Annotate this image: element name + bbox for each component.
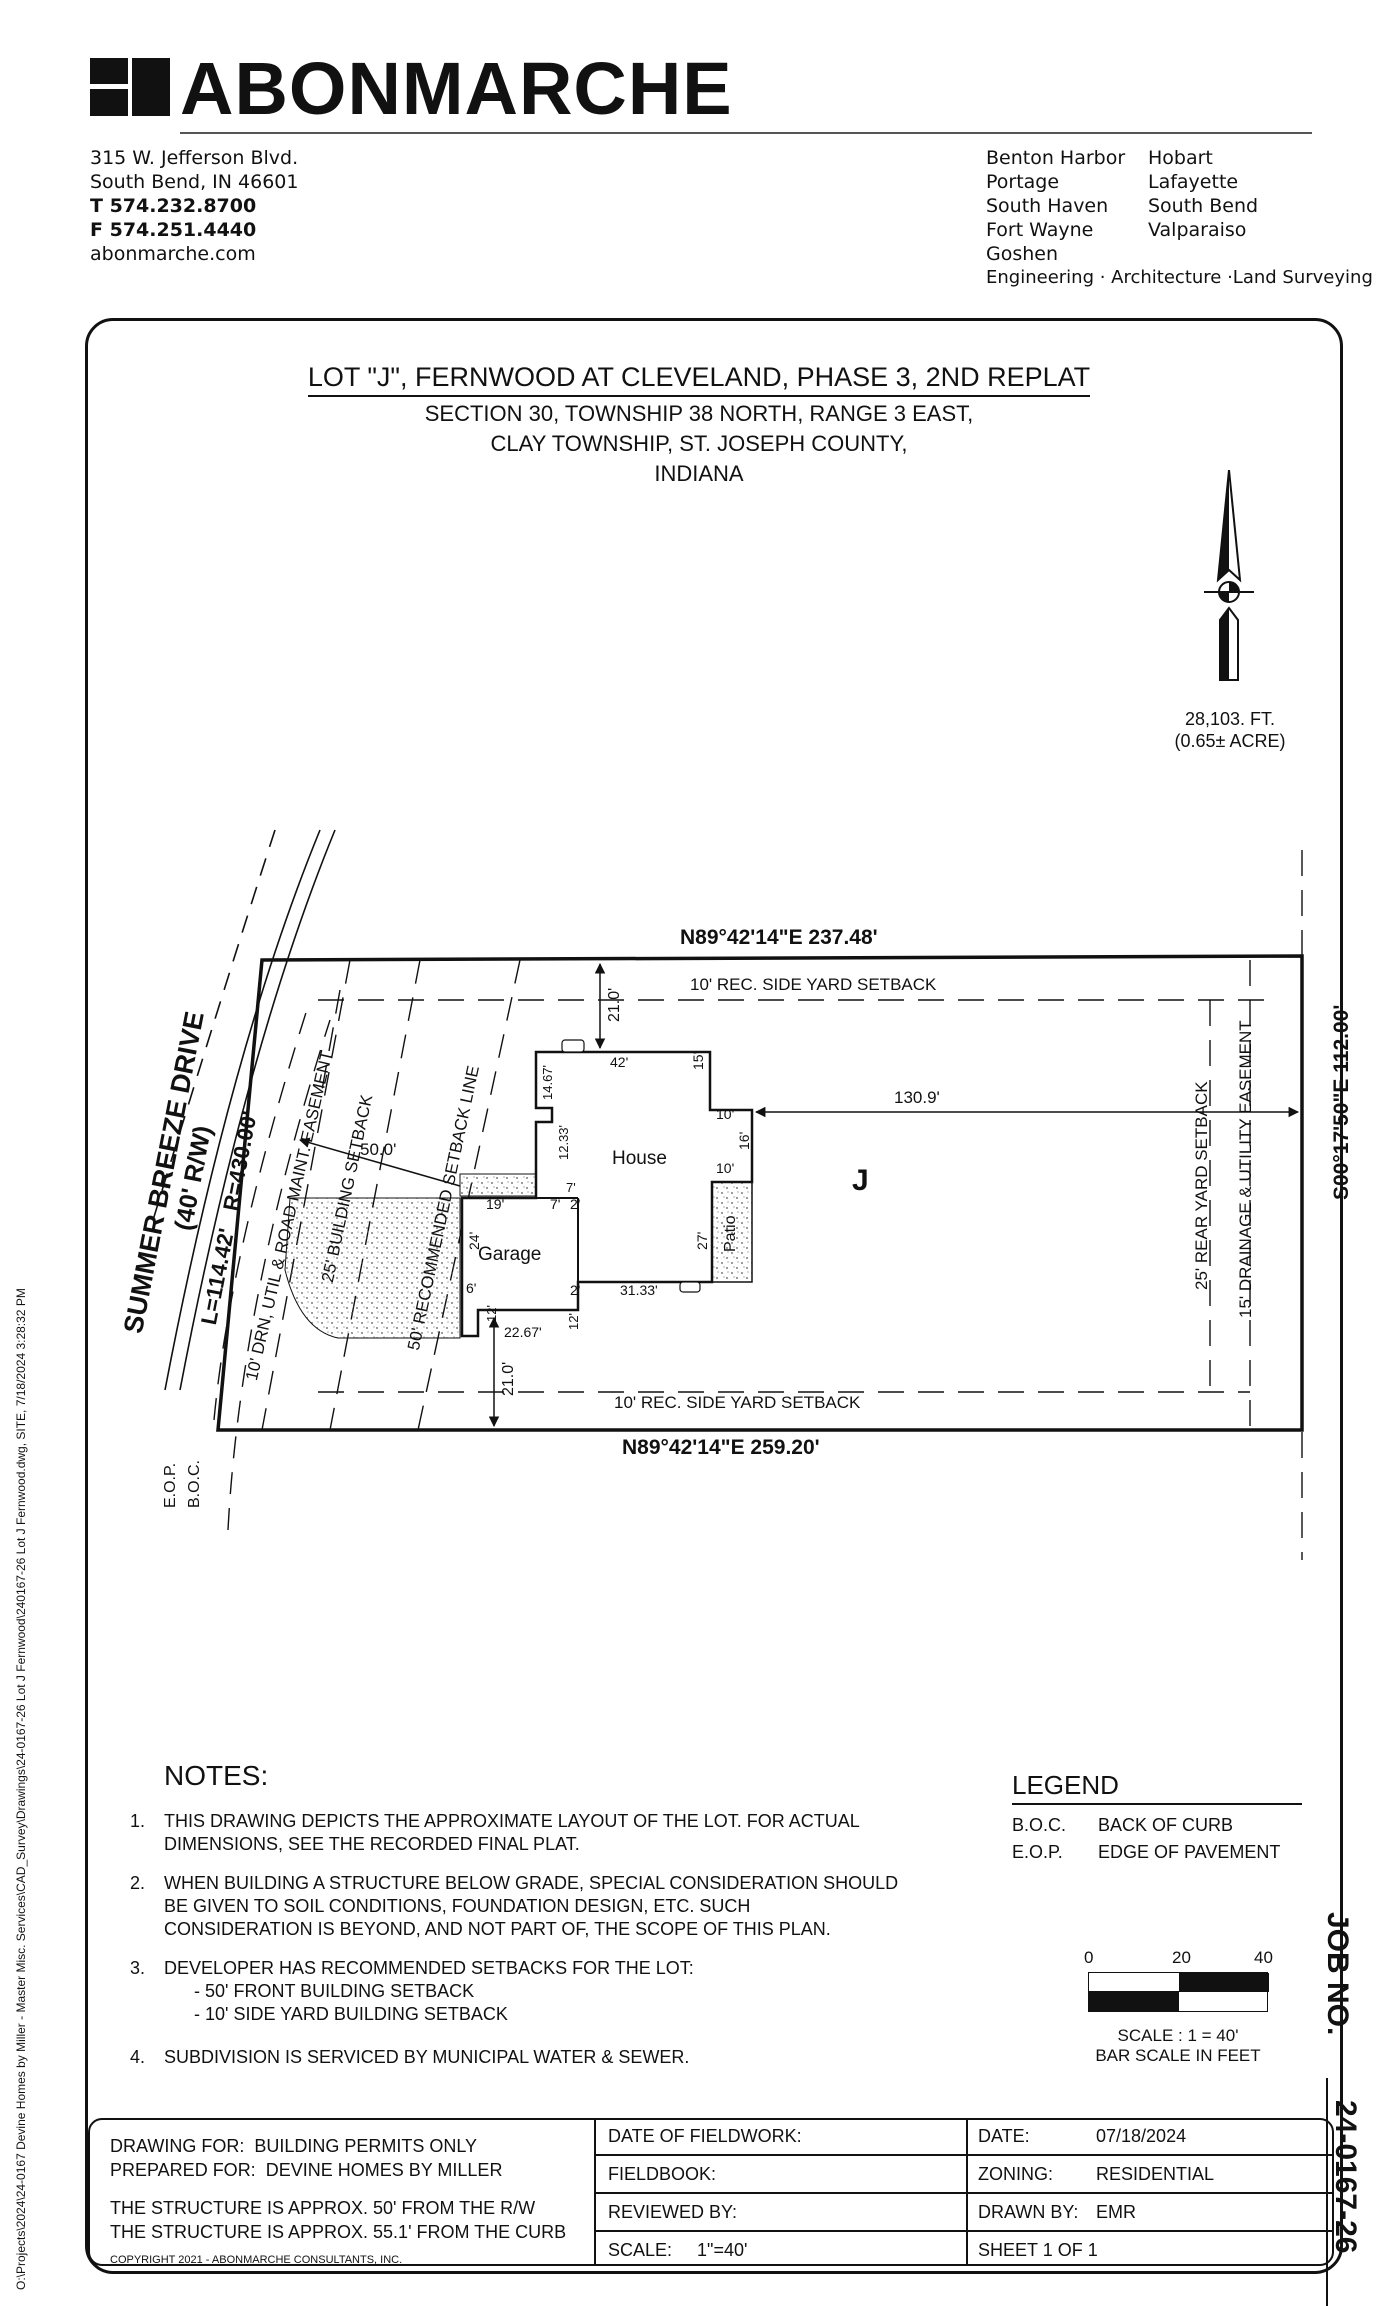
title-line-1: LOT "J", FERNWOOD AT CLEVELAND, PHASE 3,… bbox=[307, 362, 1091, 397]
tb-date: DATE:07/18/2024 bbox=[966, 2118, 1334, 2156]
lot-title: LOT "J", FERNWOOD AT CLEVELAND, PHASE 3,… bbox=[0, 362, 1398, 487]
tb-scale: SCALE: 1"=40' bbox=[608, 2240, 748, 2260]
title-line-3: CLAY TOWNSHIP, ST. JOSEPH COUNTY, bbox=[490, 431, 908, 456]
title-line-4: INDIANA bbox=[654, 461, 744, 486]
scale-bar: 0 20 40 SCALE : 1 = 40' BAR SCALE IN FEE… bbox=[1084, 1948, 1273, 2065]
dim-14-67: 14.67' bbox=[540, 1064, 555, 1100]
dim-22-67: 22.67' bbox=[504, 1324, 542, 1340]
company-name: ABONMARCHE bbox=[180, 47, 733, 130]
house-label: House bbox=[612, 1148, 667, 1169]
side-setback-bottom: 10' REC. SIDE YARD SETBACK bbox=[614, 1393, 861, 1412]
office-list-2: Hobart Lafayette South Bend Valparaiso bbox=[1148, 147, 1259, 241]
tb-drawn-by: DRAWN BY:EMR bbox=[966, 2194, 1334, 2232]
side-setbacks bbox=[318, 850, 1303, 1560]
company-logo-mark bbox=[90, 58, 170, 116]
dim-31-33: 31.33' bbox=[620, 1282, 658, 1298]
dist-top: 21.0' bbox=[606, 987, 623, 1022]
dim-7a: 7' bbox=[566, 1180, 576, 1195]
boc-label: B.O.C. bbox=[186, 1459, 203, 1508]
drawing-frame bbox=[85, 318, 1343, 2274]
tb-middle: DATE OF FIELDWORK: FIELDBOOK: REVIEWED B… bbox=[594, 2118, 968, 2266]
patio bbox=[711, 1181, 753, 1283]
services-line: Engineering · Architecture ·Land Surveyi… bbox=[986, 267, 1373, 288]
company-address: 315 W. Jefferson Blvd. South Bend, IN 46… bbox=[90, 147, 299, 265]
dim-2b: 2' bbox=[570, 1282, 581, 1298]
area-label: 28,103. FT. (0.65± ACRE) bbox=[1174, 709, 1286, 751]
dim-10b: 10' bbox=[716, 1160, 735, 1176]
dist-bottom: 21.0' bbox=[500, 1361, 517, 1396]
tb-fieldbook: FIELDBOOK: bbox=[596, 2156, 966, 2194]
south-bearing: N89°42'14"E 259.20' bbox=[622, 1436, 820, 1459]
tb-fieldwork: DATE OF FIELDWORK: bbox=[596, 2118, 966, 2156]
dist-front: 50.0' bbox=[360, 1140, 397, 1159]
dim-19: 19' bbox=[486, 1196, 505, 1212]
north-bearing: N89°42'14"E 237.48' bbox=[680, 926, 878, 949]
road-dashed-right bbox=[213, 999, 331, 1531]
legend: LEGEND B.O.C.BACK OF CURB E.O.P.EDGE OF … bbox=[1012, 1770, 1302, 1863]
dim-24: 24' bbox=[466, 1231, 482, 1250]
dim-12b: 12' bbox=[566, 1313, 581, 1330]
tb-zoning: ZONING:RESIDENTIAL bbox=[966, 2156, 1334, 2194]
lot-boundary bbox=[216, 954, 1304, 1432]
legend-row-eop: E.O.P.EDGE OF PAVEMENT bbox=[1012, 1842, 1281, 1862]
file-path: O:\Projects\2024\24-0167 Devine Homes by… bbox=[14, 1288, 28, 2290]
note-2: 2. WHEN BUILDING A STRUCTURE BELOW GRADE… bbox=[130, 1873, 899, 1939]
tb-reviewed: REVIEWED BY: bbox=[596, 2194, 966, 2232]
lot-letter: J bbox=[852, 1164, 869, 1197]
dim-6: 6' bbox=[466, 1280, 477, 1296]
driveway bbox=[284, 1197, 461, 1339]
tb-sheet: SHEET 1 OF 1 bbox=[978, 2240, 1098, 2260]
walkway bbox=[459, 1173, 537, 1197]
job-number-label: JOB NO. bbox=[1321, 1912, 1354, 2036]
note-4: 4. SUBDIVISION IS SERVICED BY MUNICIPAL … bbox=[130, 2047, 690, 2067]
legend-heading: LEGEND bbox=[1012, 1770, 1302, 1805]
dim-15: 15' bbox=[690, 1051, 706, 1070]
tb-right: DATE:07/18/2024 ZONING:RESIDENTIAL DRAWN… bbox=[966, 2118, 1334, 2266]
dim-42: 42' bbox=[610, 1054, 629, 1070]
dimension-lines bbox=[298, 962, 1300, 1428]
patio-label: Patio bbox=[722, 1215, 739, 1252]
notes-section: NOTES: 1. THIS DRAWING DEPICTS THE APPRO… bbox=[130, 1760, 930, 2069]
dim-7b: 7' bbox=[550, 1196, 561, 1212]
house-footprint bbox=[460, 1050, 754, 1338]
tb-client-area: DRAWING FOR: BUILDING PERMITS ONLY PREPA… bbox=[110, 2136, 567, 2266]
header-rule bbox=[180, 132, 1312, 134]
dim-10a: 10' bbox=[716, 1106, 735, 1122]
dim-12-33: 12.33' bbox=[556, 1124, 571, 1160]
office-list-1: Benton Harbor Portage South Haven Fort W… bbox=[986, 147, 1126, 265]
dist-rear: 130.9' bbox=[894, 1088, 940, 1107]
dim-12a: 12' bbox=[484, 1305, 499, 1322]
east-bearing: S00°17'50"E 112.00' bbox=[1330, 1004, 1353, 1200]
eop-label: E.O.P. bbox=[162, 1462, 179, 1508]
drainage-easement: 15' DRAINAGE & UTILITY EASEMENT bbox=[1236, 1020, 1255, 1318]
title-block: DRAWING FOR: BUILDING PERMITS ONLY PREPA… bbox=[88, 2118, 1334, 2266]
side-setback-top: 10' REC. SIDE YARD SETBACK bbox=[690, 975, 937, 994]
dim-27: 27' bbox=[694, 1231, 710, 1250]
north-arrow-icon bbox=[1204, 470, 1254, 681]
legend-row-boc: B.O.C.BACK OF CURB bbox=[1012, 1815, 1234, 1835]
lot-plat bbox=[149, 829, 1304, 1560]
title-line-2: SECTION 30, TOWNSHIP 38 NORTH, RANGE 3 E… bbox=[424, 401, 974, 426]
notes-heading: NOTES: bbox=[164, 1760, 269, 1791]
note-3: 3. DEVELOPER HAS RECOMMENDED SETBACKS FO… bbox=[130, 1958, 694, 2024]
rear-setback: 25' REAR YARD SETBACK bbox=[1192, 1081, 1211, 1290]
dim-16: 16' bbox=[736, 1131, 752, 1150]
dim-2a: 2' bbox=[570, 1196, 581, 1212]
garage-label: Garage bbox=[478, 1244, 542, 1265]
note-1: 1. THIS DRAWING DEPICTS THE APPROXIMATE … bbox=[130, 1811, 860, 1854]
